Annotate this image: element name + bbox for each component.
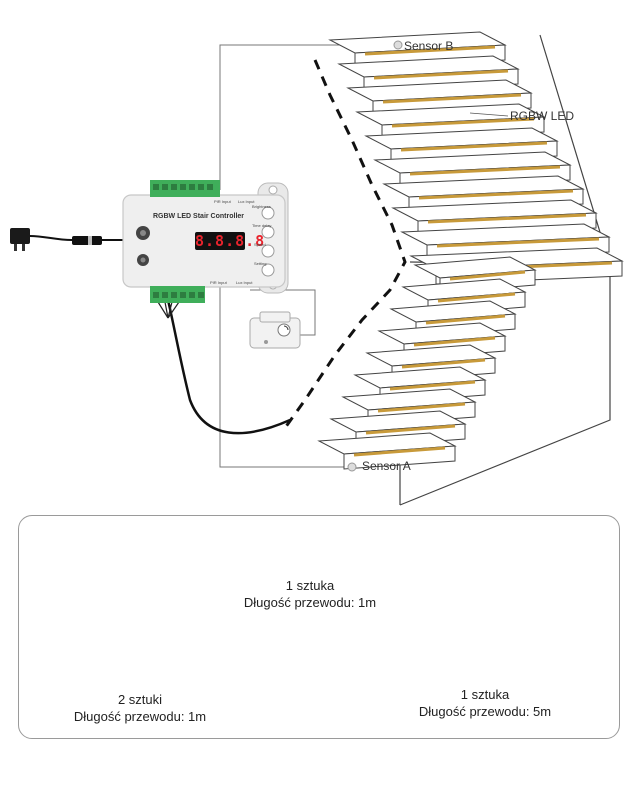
terminal-screw bbox=[198, 184, 204, 190]
main-cable bbox=[166, 299, 291, 435]
upper-step-1-led-strip bbox=[364, 45, 496, 56]
terminal-screw bbox=[162, 292, 168, 298]
terminal-screw bbox=[180, 292, 186, 298]
sensor-b-head bbox=[393, 40, 403, 50]
controller-title: RGBW LED Stair Controller bbox=[153, 213, 245, 220]
terminal-screw bbox=[171, 292, 177, 298]
accessory-2-count: 2 sztuki bbox=[117, 692, 163, 707]
controller-button-brightness: Brightness bbox=[252, 204, 271, 209]
lower-step-7-led-strip bbox=[377, 402, 466, 413]
terminal-screw bbox=[153, 184, 159, 190]
port-label-pir-top: PIR Input bbox=[214, 199, 231, 204]
controller-box bbox=[122, 180, 289, 303]
rgbw-led-label: RGBW LED bbox=[510, 109, 575, 123]
accessory-2-length: Długość przewodu: 1m bbox=[73, 709, 207, 724]
upper-step-6-led-strip bbox=[409, 165, 561, 176]
upper-step-7-led-strip bbox=[418, 189, 574, 200]
controller-button-setting: Setting bbox=[254, 261, 267, 266]
terminal-screw bbox=[189, 292, 195, 298]
lower-step-4-led-strip bbox=[413, 336, 496, 347]
accessory-1-length: Długość przewodu: 1m bbox=[243, 595, 377, 610]
terminal-screw bbox=[180, 184, 186, 190]
led-cable bbox=[283, 59, 407, 429]
upper-step-9-led-strip bbox=[436, 237, 600, 248]
lower-step-2-led-strip bbox=[437, 292, 516, 303]
accessory-3-length: Długość przewodu: 5m bbox=[418, 704, 552, 719]
upper-step-3-led-strip bbox=[382, 93, 522, 104]
lower-step-5-led-strip bbox=[401, 358, 486, 369]
upper-step-4-led-strip bbox=[391, 117, 535, 128]
segment-display: 8.8.8.8 bbox=[195, 232, 266, 250]
sensor-a-head bbox=[347, 462, 357, 472]
upper-step-2-led-strip bbox=[373, 69, 509, 80]
controller-button-time-delay: Time delay bbox=[252, 223, 272, 228]
lower-step-6-led-strip bbox=[389, 380, 476, 391]
terminal-screw bbox=[162, 184, 168, 190]
terminal-screw bbox=[171, 184, 177, 190]
lower-flight bbox=[317, 256, 537, 470]
power-adapter bbox=[10, 228, 125, 251]
accessory-3-count: 1 sztuka bbox=[460, 687, 510, 702]
terminal-screw bbox=[198, 292, 204, 298]
lower-step-3-led-strip bbox=[425, 314, 506, 325]
port-label-lux-top: Lux Input bbox=[238, 199, 255, 204]
upper-flight bbox=[328, 31, 624, 285]
accessory-1-caption: 1 sztuka Długość przewodu: 1m bbox=[220, 577, 400, 611]
port-label-pir-bottom: PIR Input bbox=[210, 280, 227, 285]
bottom-wire-fan bbox=[157, 301, 180, 319]
sensor-a-label: Sensor A bbox=[362, 459, 411, 473]
port-label-lux-bottom: Lux Input bbox=[236, 280, 253, 285]
lower-step-1-led-strip bbox=[449, 270, 526, 281]
upper-step-5-led-strip bbox=[400, 141, 548, 152]
lower-step-8-led-strip bbox=[365, 424, 456, 435]
upper-step-8-led-strip bbox=[427, 213, 587, 224]
lux-sensor-module bbox=[249, 311, 301, 349]
lower-step-9-led-strip bbox=[353, 446, 446, 457]
terminal-screw bbox=[207, 184, 213, 190]
accessory-1-count: 1 sztuka bbox=[285, 578, 335, 593]
accessories-panel bbox=[18, 515, 620, 739]
terminal-screw bbox=[153, 292, 159, 298]
controller-button-speed: Speed bbox=[254, 242, 266, 247]
sensor-b-label: Sensor B bbox=[404, 39, 454, 53]
accessory-3-caption: 1 sztuka Długość przewodu: 5m bbox=[390, 686, 580, 720]
accessory-2-caption: 2 sztuki Długość przewodu: 1m bbox=[40, 691, 240, 725]
terminal-screw bbox=[189, 184, 195, 190]
